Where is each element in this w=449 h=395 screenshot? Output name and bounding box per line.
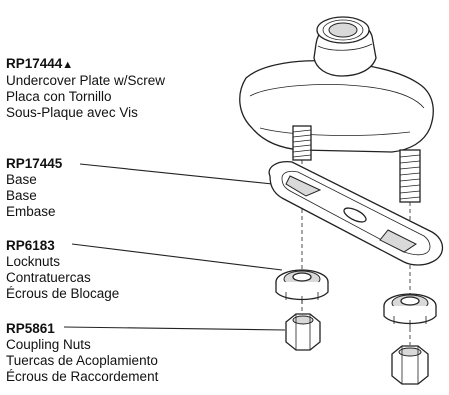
part-name-spanish: Tuercas de Acoplamiento [6, 353, 158, 368]
part-number: RP6183 [6, 238, 55, 253]
part-name-french: Embase [6, 204, 56, 219]
coupling-nut-left [285, 313, 321, 351]
part-name-french: Écrous de Blocage [6, 286, 120, 301]
part-name-french: Sous-Plaque avec Vis [6, 105, 138, 120]
faucet-body [239, 16, 434, 153]
warning-triangle-icon: ▲ [62, 59, 74, 71]
leader-line-coupling-nuts [63, 326, 286, 331]
part-name-english: Base [6, 172, 37, 187]
part-label-undercover-plate: RP17444▲ Undercover Plate w/Screw Placa … [6, 56, 165, 121]
part-label-coupling-nuts: RP5861 Coupling Nuts Tuercas de Acoplami… [6, 321, 158, 385]
part-number: RP17445 [6, 156, 63, 171]
locknut-left [275, 269, 329, 304]
locknut-right [383, 293, 437, 328]
part-name-english: Locknuts [6, 254, 61, 269]
part-name-spanish: Placa con Tornillo [6, 89, 112, 104]
part-name-french: Écrous de Raccordement [6, 369, 159, 384]
part-name-spanish: Base [6, 188, 37, 203]
leader-line-base [79, 163, 283, 186]
part-name-english: Undercover Plate w/Screw [6, 73, 166, 88]
base-gasket [268, 161, 444, 266]
coupling-nut-right [391, 345, 429, 385]
threaded-shank-left [292, 125, 312, 161]
part-number: RP17444 [6, 56, 63, 71]
part-label-base: RP17445 Base Base Embase [6, 156, 62, 220]
part-name-english: Coupling Nuts [6, 337, 91, 352]
part-number: RP5861 [6, 321, 55, 336]
leader-line-locknuts [71, 243, 283, 271]
threaded-shank-right [399, 149, 421, 203]
part-name-spanish: Contratuercas [6, 270, 91, 285]
part-label-locknuts: RP6183 Locknuts Contratuercas Écrous de … [6, 238, 119, 302]
